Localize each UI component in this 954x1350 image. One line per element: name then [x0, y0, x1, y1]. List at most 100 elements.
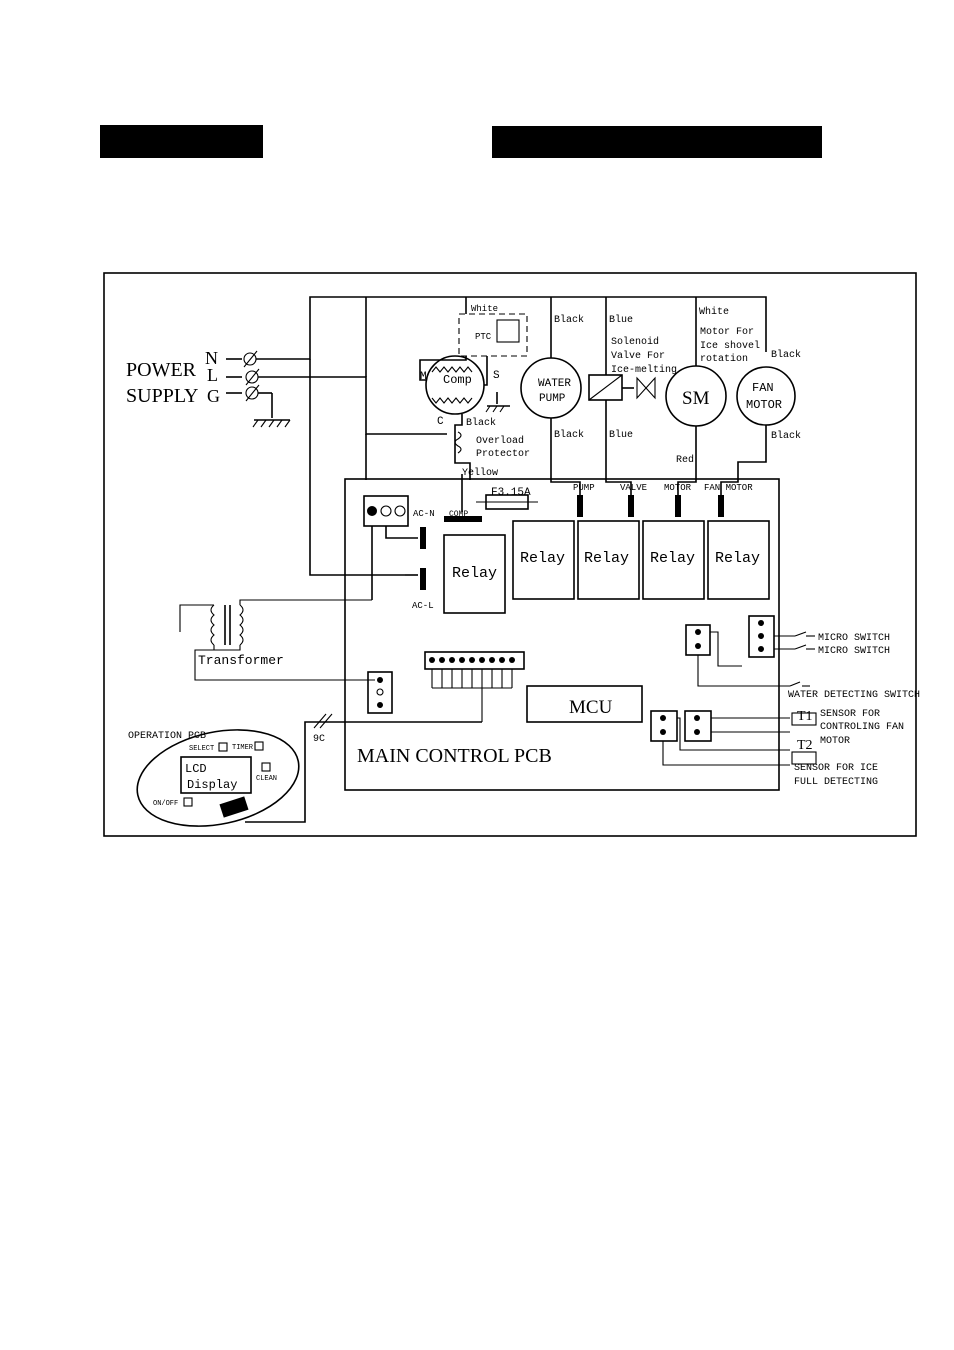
valve-terminal-label: VALVE: [620, 483, 647, 493]
sm-label-1: Motor For: [700, 327, 754, 338]
overload-label-2: Protector: [476, 449, 530, 460]
solenoid-label-3: Ice-melting: [611, 364, 677, 376]
relay-fan: [707, 520, 770, 600]
power-supply-label-2: SUPPLY: [126, 385, 198, 407]
water-detecting-switch-label: WATER DETECTING SWITCH: [788, 690, 920, 701]
motor-terminal-label: MOTOR: [664, 483, 692, 493]
ptc-label: PTC: [475, 332, 492, 342]
terminal-l-label: L: [207, 365, 218, 385]
ac-n-label: AC-N: [413, 509, 435, 519]
overload-protector: [454, 431, 462, 454]
fan-motor-terminal-label: FAN MOTOR: [704, 483, 753, 493]
ptc-enclosure: [458, 313, 528, 357]
fan-sensor-label-3: MOTOR: [820, 736, 850, 747]
operation-pcb-connector: [219, 796, 249, 818]
wire-yellow-label: Yellow: [462, 467, 498, 479]
wire-live: [258, 376, 447, 435]
timer-button[interactable]: [254, 741, 264, 751]
main-pcb-label: MAIN CONTROL PCB: [357, 745, 552, 767]
compressor-label: Comp: [443, 373, 472, 387]
wire-black-fan-top-label: Black: [771, 349, 801, 361]
fan-motor-label-1: FAN: [752, 381, 774, 395]
operation-pcb-outline: [136, 729, 300, 827]
t2-sensor: [791, 751, 817, 765]
compressor-c-label: C: [437, 416, 444, 428]
display-connector-pins: [429, 657, 515, 722]
terminal-g-label: G: [207, 386, 220, 406]
fan-sensor-connector: [684, 710, 712, 742]
solenoid-label-1: Solenoid: [611, 336, 659, 348]
sm-label-2: Ice shovel: [700, 340, 760, 352]
lcd-label-1: LCD: [185, 762, 207, 776]
onoff-button[interactable]: [183, 797, 193, 807]
display-connector: [424, 651, 525, 670]
compressor-s-label: S: [493, 370, 500, 382]
transformer-connector: [367, 671, 393, 714]
comp-terminal-label: COMP: [449, 510, 468, 519]
wire-white-ptc-label: White: [471, 304, 498, 314]
wire-black-pump-bottom-label: Black: [554, 429, 584, 441]
onoff-label: ON/OFF: [153, 800, 178, 808]
wire-black-fan-bottom-label: Black: [771, 430, 801, 442]
wire-white-sm-label: White: [699, 306, 729, 318]
clean-button[interactable]: [261, 762, 271, 772]
relay-pump: [512, 520, 575, 600]
water-pump-label-2: PUMP: [539, 393, 566, 405]
sm-label-3: rotation: [700, 353, 748, 365]
wire-black-comp-label: Black: [466, 417, 496, 429]
fan-motor-symbol: [736, 366, 796, 426]
clean-label: CLEAN: [256, 775, 277, 783]
t1-label: T1: [797, 709, 813, 724]
power-terminals: [226, 350, 291, 428]
relay-valve: [577, 520, 640, 600]
wire-blue-top-label: Blue: [609, 314, 633, 326]
fan-motor-label-2: MOTOR: [746, 398, 782, 412]
relay-fan-label: Relay: [715, 550, 760, 567]
select-label: SELECT: [189, 745, 214, 753]
timer-label: TIMER: [232, 744, 254, 752]
relay-valve-label: Relay: [584, 550, 629, 567]
select-button[interactable]: [218, 742, 228, 752]
fan-sensor-label-2: CONTROLING FAN: [820, 722, 904, 733]
micro-switch-label-2: MICRO SWITCH: [818, 646, 890, 657]
transformer-label: Transformer: [198, 653, 284, 668]
overload-label-1: Overload: [476, 435, 524, 447]
mcu-chip: [526, 685, 643, 723]
ac-l-label: AC-L: [412, 601, 434, 611]
fuse-label: F3.15A: [491, 487, 531, 499]
t1-sensor: [791, 712, 817, 726]
terminal-n-label: N: [205, 348, 218, 368]
cable-9c-label: 9C: [313, 734, 325, 745]
transformer-symbol: [179, 599, 375, 681]
relay-motor-label: Relay: [650, 550, 695, 567]
solenoid-label-2: Valve For: [611, 350, 665, 362]
header-bar-left: [100, 125, 263, 158]
shovel-motor-label: SM: [682, 388, 710, 409]
diagram-frame: [103, 272, 917, 837]
relay-comp: [443, 534, 506, 614]
relay-motor: [642, 520, 705, 600]
relay-pump-label: Relay: [520, 550, 565, 567]
micro-switch-label-1: MICRO SWITCH: [818, 633, 890, 644]
relay-comp-label: Relay: [452, 565, 497, 582]
ice-sensor-label-1: SENSOR FOR ICE: [794, 763, 878, 774]
lcd-display: [180, 756, 252, 794]
operation-pcb-label: OPERATION PCB: [128, 731, 206, 742]
mcu-label: MCU: [569, 697, 613, 718]
water-pump-label-1: WATER: [538, 378, 571, 390]
t2-label: T2: [797, 738, 813, 753]
lcd-label-2: Display: [187, 778, 237, 792]
main-control-pcb: [344, 478, 780, 791]
pump-terminal-label: PUMP: [573, 483, 595, 493]
wire-blue-bottom-label: Blue: [609, 429, 633, 441]
header-bar-right: [492, 126, 822, 158]
ice-sensor-label-2: FULL DETECTING: [794, 777, 878, 788]
power-supply-label-1: POWER: [126, 359, 197, 381]
ice-sensor-connector: [650, 710, 678, 742]
fan-sensor-label-1: SENSOR FOR: [820, 709, 880, 720]
wire-red-label: Red: [676, 454, 694, 466]
compressor-m-label: M: [420, 371, 427, 383]
wire-black-pump-top-label: Black: [554, 314, 584, 326]
wire-neutral: [256, 296, 767, 360]
